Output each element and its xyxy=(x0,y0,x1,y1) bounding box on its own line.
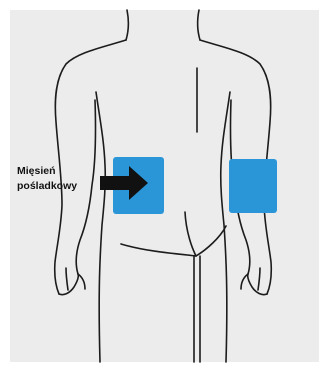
muscle-label-line-1: Mięsień xyxy=(17,165,56,177)
muscle-label-line-2: pośladkowy xyxy=(17,180,77,192)
injection-site-right xyxy=(229,159,277,213)
